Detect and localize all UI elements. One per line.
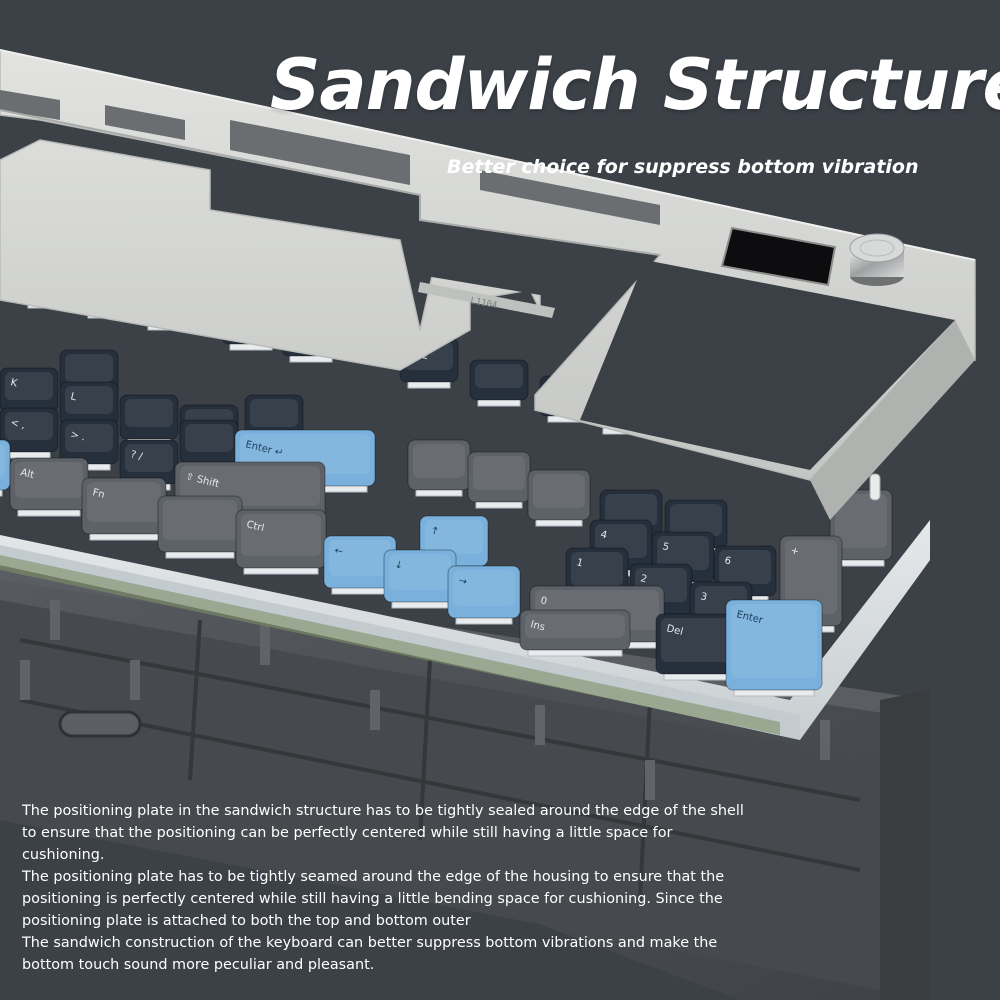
keycap bbox=[467, 451, 531, 509]
keycap-label: 2 bbox=[639, 573, 648, 585]
keycap-ctrl: Ctrl bbox=[235, 509, 327, 575]
keycap-label: K bbox=[9, 377, 18, 389]
keycap bbox=[469, 359, 529, 407]
positioning-plate bbox=[0, 520, 930, 740]
keycap-label: ? / bbox=[129, 449, 144, 463]
display-screen bbox=[720, 226, 837, 287]
keycap-label: Del bbox=[665, 623, 684, 638]
keycap bbox=[119, 394, 179, 446]
description-paragraph: The positioning plate in the sandwich st… bbox=[22, 803, 744, 863]
keycap-label: 5 bbox=[661, 541, 670, 553]
description-paragraph: The sandwich construction of the keyboar… bbox=[22, 935, 718, 973]
keycap-right: → bbox=[447, 565, 521, 625]
page-title: Sandwich Structure bbox=[270, 44, 1000, 126]
keycap-label: Ins bbox=[529, 619, 546, 633]
keycap-label: ↓ bbox=[393, 559, 404, 572]
keycap-label: 4 bbox=[599, 529, 608, 541]
usb-port-icon bbox=[58, 710, 142, 738]
volume-knob[interactable] bbox=[849, 233, 905, 286]
keycap-label: → bbox=[457, 575, 468, 588]
description-paragraph: The positioning plate has to be tightly … bbox=[22, 869, 725, 929]
keycap-minus: - bbox=[829, 489, 893, 567]
keycap bbox=[407, 439, 471, 497]
keycap-label: 6 bbox=[723, 555, 732, 567]
keycap-gt: > . bbox=[59, 419, 119, 471]
keycaps-layer: F6F7F8F9F10F12LKPauseKL< ,> .? /AltFnEnt… bbox=[0, 249, 893, 697]
keycap-label: > . bbox=[69, 429, 86, 443]
keycap-label: 0 bbox=[539, 595, 548, 607]
keycap-k: K bbox=[0, 367, 59, 419]
keycap-label: Ctrl bbox=[245, 519, 265, 534]
keycap-label: + bbox=[789, 545, 800, 558]
keycap-label: 1 bbox=[575, 557, 584, 569]
keycap-label: Fn bbox=[91, 487, 105, 501]
keycap-label: ← bbox=[333, 545, 344, 558]
keycap bbox=[0, 439, 11, 497]
keycap-label: Alt bbox=[19, 467, 35, 481]
keycap bbox=[527, 469, 591, 527]
description-block: The positioning plate in the sandwich st… bbox=[22, 800, 752, 976]
keycap-enter_num: Enter bbox=[725, 599, 823, 697]
keycap-lt: < , bbox=[0, 407, 59, 459]
keycap-fn: Fn bbox=[81, 477, 167, 541]
keycap-del: Del bbox=[655, 613, 737, 681]
keycap-label: < , bbox=[9, 417, 26, 431]
keycap-ins: Ins bbox=[519, 609, 631, 657]
keycap bbox=[157, 495, 243, 559]
keycap-alt: Alt bbox=[9, 457, 89, 517]
keycap-label: ↑ bbox=[429, 525, 440, 538]
keycap-left: ← bbox=[323, 535, 397, 595]
top-case: L1104 bbox=[0, 49, 976, 520]
keycap-label: L bbox=[69, 391, 77, 403]
page-subtitle: Better choice for suppress bottom vibrat… bbox=[447, 156, 919, 178]
keycap-down: ↓ bbox=[383, 549, 457, 609]
keycap-label: 3 bbox=[699, 591, 708, 603]
